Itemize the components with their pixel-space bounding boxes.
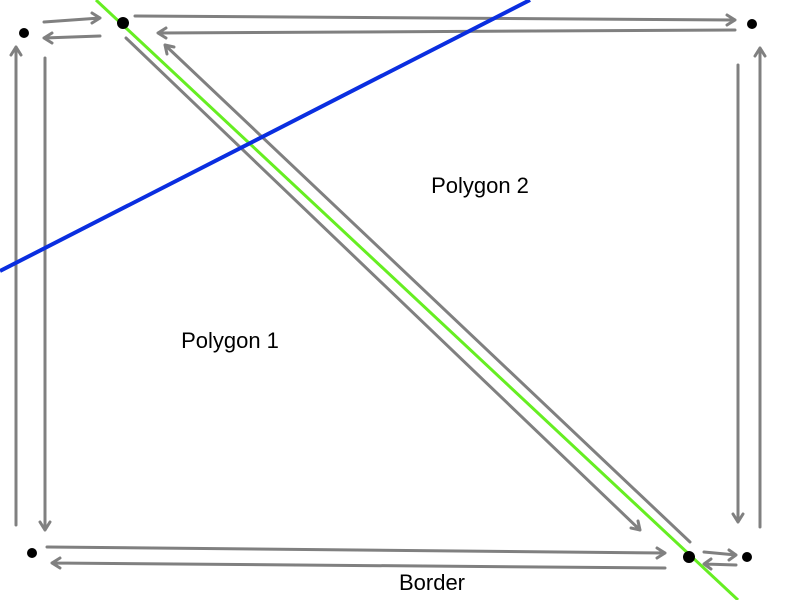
border-label: Border	[399, 570, 465, 595]
edge-arrow-right-down	[731, 63, 745, 524]
edge-arrow-bottom-to-left	[50, 556, 667, 570]
edge-arrow-top-left-to-right	[42, 11, 102, 25]
edge-arrow-left-down	[38, 56, 52, 532]
polygon-2-label: Polygon 2	[431, 173, 529, 198]
edge-arrow-bottom-right-to-left	[702, 557, 738, 571]
vertex-bottom-middle	[683, 551, 695, 563]
vertex-bottom-right	[742, 552, 752, 562]
half-edge-arrows	[9, 11, 767, 571]
diagonal-arrow-down-right	[124, 36, 642, 532]
edge-arrow-top-to-right	[133, 13, 737, 27]
edge-arrow-bottom-right-to-right	[702, 548, 738, 562]
vertex-bottom-left	[27, 548, 37, 558]
edge-arrow-left-up	[9, 45, 23, 527]
diagonal-arrow-up-left	[163, 43, 692, 544]
vertex-top-middle	[117, 17, 129, 29]
vertices	[19, 17, 757, 563]
edge-arrow-right-up	[753, 46, 767, 529]
polygon-1-label: Polygon 1	[181, 328, 279, 353]
diagonal-green-line	[94, 0, 740, 600]
vertex-top-right	[747, 19, 757, 29]
cutting-blue-line	[0, 0, 531, 273]
edge-arrow-bottom-to-right	[45, 545, 667, 560]
edge-arrow-top-left-to-left	[42, 31, 102, 45]
vertex-top-left	[19, 28, 29, 38]
edge-arrow-top-to-left	[156, 26, 737, 40]
